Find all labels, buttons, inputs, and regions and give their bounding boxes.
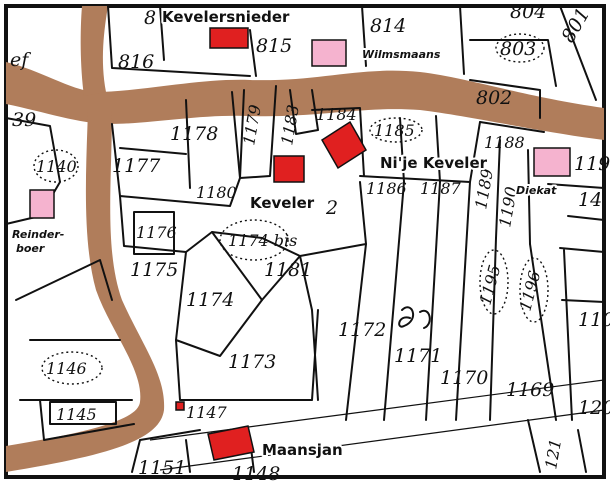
parcel-label: 1173 [228, 351, 276, 373]
parcel-label: 14 [578, 189, 602, 211]
parcel-label: 816 [118, 51, 154, 73]
parcel-label: 804 [510, 1, 546, 23]
buildings-red [175, 27, 368, 461]
parcel-label: 1188 [484, 133, 525, 152]
building-maansjan [207, 425, 255, 461]
buildings-pink [29, 39, 571, 219]
parcel-label: 1145 [56, 405, 97, 424]
parcel-label: 1184 [316, 105, 357, 124]
parcel-label: 1180 [196, 183, 237, 202]
building-diekat [533, 147, 571, 177]
parcel-boundaries [5, 5, 605, 473]
parcel-label: 1176 [136, 223, 177, 242]
parcel-label: 39 [12, 109, 36, 131]
parcel-label: 120 [578, 397, 610, 419]
label-reinderboer-line2: boer [16, 242, 45, 255]
parcel-label: 1174 bis [228, 231, 297, 250]
parcel-1145-box [49, 401, 117, 425]
parcel-label: 1185 [374, 121, 415, 140]
parcel-label: 1181 [264, 259, 312, 281]
parcel-label: 1148 [232, 463, 280, 483]
label-kevelersnieder: Kevelersnieder [162, 8, 290, 26]
parcel-label: 803 [500, 38, 536, 60]
building-kevelersnieder [209, 27, 249, 49]
parcel-numbers: 8 814 804 801 816 815 803 802 39 1178 11… [10, 1, 610, 483]
parcel-label: 1147 [186, 403, 228, 422]
parcel-label: 815 [256, 35, 292, 57]
label-keveler: Keveler [250, 194, 315, 212]
place-names: Kevelersnieder Wilmsmaans Ni'je Keveler … [10, 6, 559, 461]
parcel-label: 1171 [394, 345, 442, 367]
building-1147-small [175, 401, 185, 411]
parcel-label: 1170 [440, 367, 488, 389]
parcel-label: 1177 [112, 155, 161, 177]
road-north-branch [80, 6, 108, 96]
parcel-label: 1151 [138, 457, 186, 479]
parcel-label: 119 [574, 153, 610, 175]
parcel-label: 1175 [130, 259, 178, 281]
parcel-label: 1172 [338, 319, 386, 341]
parcel-label: 1187 [420, 179, 462, 198]
building-reinderboer [29, 189, 55, 219]
parcel-label: 814 [370, 15, 406, 37]
parcel-label: 1186 [366, 179, 407, 198]
building-wilmsmaans [311, 39, 347, 67]
parcel-label: 1178 [170, 123, 218, 145]
parcel-label: ef [10, 49, 31, 71]
label-nije-keveler: Ni'je Keveler [380, 154, 488, 172]
parcel-label: 1169 [506, 379, 554, 401]
roads [6, 6, 604, 472]
label-maansjan: Maansjan [262, 441, 343, 459]
parcel-label: 1140 [36, 157, 77, 176]
building-nije-keveler [320, 120, 368, 170]
dashed-annotations [33, 33, 549, 385]
parcel-1176-box [133, 211, 175, 255]
parcel-label: 1146 [46, 359, 87, 378]
building-keveler [273, 155, 305, 183]
parcel-label: 8 [144, 7, 156, 29]
parcel-label: 2 [325, 197, 338, 219]
road-main-horizontal [6, 62, 604, 140]
parcel-label: 110 [578, 309, 610, 331]
label-wilmsmaans: Wilmsmaans [362, 48, 441, 61]
label-reinderboer-line1: Reinder- [12, 228, 64, 241]
parcel-label: 802 [476, 87, 512, 109]
label-diekat: Diekat [516, 184, 557, 197]
parcel-label: 1174 [186, 289, 234, 311]
